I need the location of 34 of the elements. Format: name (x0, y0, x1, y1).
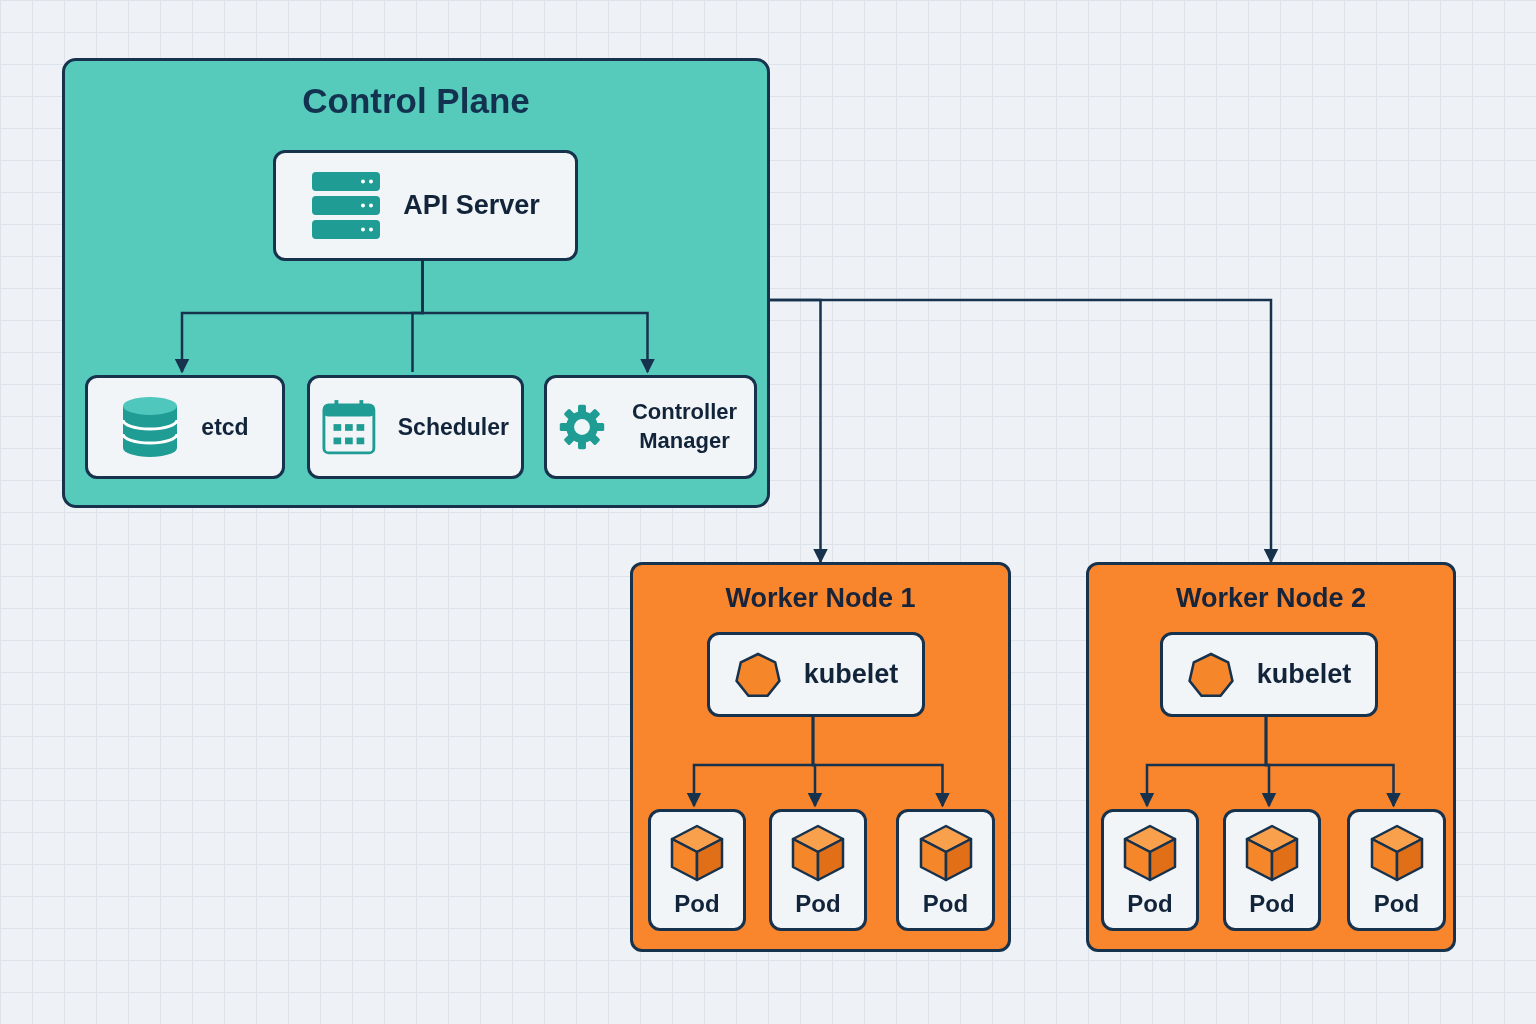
panel-title: Worker Node 2 (1175, 585, 1367, 612)
pod-card (1347, 809, 1446, 931)
node-label: Pod (1373, 892, 1420, 916)
pod-card (1223, 809, 1321, 931)
control-plane-panel (62, 58, 770, 508)
node-label: kubelet (803, 658, 899, 692)
component-card (85, 375, 285, 479)
server-card (273, 150, 578, 261)
node-label: Pod (1127, 892, 1173, 916)
arrow (811, 714, 950, 808)
pod-card (648, 809, 746, 931)
pod-card (896, 809, 995, 931)
node-label: Controller Manager (630, 398, 739, 455)
pod-card (1101, 809, 1199, 931)
arrow (770, 298, 1279, 564)
node-label: Pod (922, 892, 969, 916)
worker-node-panel (630, 562, 1011, 952)
worker-node-panel (1086, 562, 1456, 952)
component-card (307, 375, 524, 479)
node-label: kubelet (1256, 658, 1352, 692)
panel-title: Worker Node 1 (725, 585, 916, 612)
node-label: Pod (1249, 892, 1295, 916)
node-label: Pod (674, 892, 720, 916)
node-label: Scheduler (397, 412, 509, 442)
pod-card (769, 809, 867, 931)
arrow (1264, 714, 1401, 808)
node-label: etcd (201, 412, 249, 442)
panel-title: Control Plane (302, 83, 530, 118)
agent-card (1160, 632, 1378, 717)
component-card (544, 375, 757, 479)
node-label: API Server (403, 189, 540, 223)
node-label: Pod (795, 892, 841, 916)
agent-card (707, 632, 925, 717)
arrow (421, 258, 655, 374)
